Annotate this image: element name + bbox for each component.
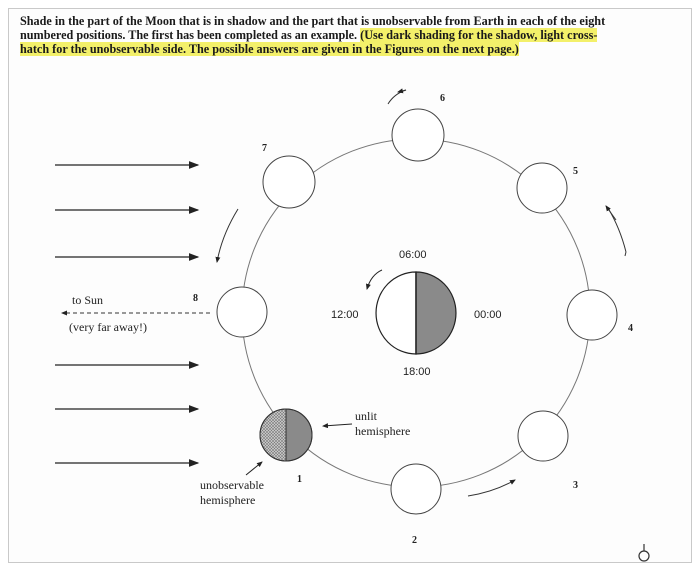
sun-sublabel: (very far away!) bbox=[69, 320, 147, 334]
earth bbox=[375, 271, 457, 355]
earth-dark-half bbox=[415, 271, 457, 355]
cursor-pointer-icon bbox=[638, 544, 650, 562]
position-number-7: 7 bbox=[262, 143, 267, 154]
moon-position-3[interactable] bbox=[517, 410, 569, 462]
position-number-2: 2 bbox=[412, 535, 417, 546]
moon-outline[interactable] bbox=[262, 155, 316, 209]
moon-outline[interactable] bbox=[391, 108, 445, 162]
moon-outline bbox=[259, 408, 313, 462]
earth-lit-half bbox=[375, 271, 417, 355]
orbit-direction-arrow bbox=[467, 479, 516, 497]
sun-label: to Sun bbox=[72, 293, 103, 307]
moon-outline[interactable] bbox=[516, 162, 568, 214]
shadow-half bbox=[285, 408, 313, 462]
time-label-0000: 00:00 bbox=[474, 309, 502, 321]
moon-position-4[interactable] bbox=[566, 289, 618, 341]
time-label-1200: 12:00 bbox=[331, 309, 359, 321]
instructions-line-2: numbered positions. The first has been c… bbox=[20, 28, 675, 42]
moon-outline[interactable] bbox=[517, 410, 569, 462]
orbit-direction-arrow bbox=[605, 205, 617, 221]
instructions-line-1: Shade in the part of the Moon that is in… bbox=[20, 14, 606, 28]
instructions-text: Shade in the part of the Moon that is in… bbox=[20, 14, 675, 56]
position-number-5: 5 bbox=[573, 166, 578, 177]
image-frame bbox=[8, 8, 692, 563]
unobservable-hatch bbox=[259, 408, 287, 462]
unobservable-label-line-1: unobservable bbox=[200, 478, 264, 492]
position-number-6: 6 bbox=[440, 93, 445, 104]
moon-position-1 bbox=[259, 408, 313, 462]
unlit-label-line-1: unlit bbox=[355, 409, 378, 423]
position-number-1: 1 bbox=[297, 474, 302, 485]
orbit-direction-arrow bbox=[215, 208, 239, 263]
time-label-0600: 06:00 bbox=[399, 249, 427, 261]
moon-position-6[interactable] bbox=[391, 108, 445, 162]
position-number-3: 3 bbox=[573, 480, 578, 491]
moon-outline[interactable] bbox=[216, 286, 268, 338]
orbit-direction-arc bbox=[387, 89, 407, 105]
instructions-line-2-text: numbered positions. The first has been c… bbox=[20, 28, 361, 42]
moon-position-2[interactable] bbox=[390, 463, 442, 515]
orbit-direction-tail bbox=[624, 251, 627, 257]
time-label-1800: 18:00 bbox=[403, 366, 431, 378]
orbit-direction-arc bbox=[607, 207, 627, 253]
instructions-line-3: hatch for the unobservable side. The pos… bbox=[20, 42, 675, 56]
moon-position-8[interactable] bbox=[216, 286, 268, 338]
position-number-4: 4 bbox=[628, 323, 633, 334]
moon-outline[interactable] bbox=[566, 289, 618, 341]
moon-position-7[interactable] bbox=[262, 155, 316, 209]
orbit-direction-arrow bbox=[397, 88, 407, 94]
moon-position-5[interactable] bbox=[516, 162, 568, 214]
unobservable-pointer-arrow bbox=[245, 461, 263, 476]
earth-rotation-arrow bbox=[365, 269, 383, 290]
instructions-line-2-highlight: (Use dark shading for the shadow, light … bbox=[360, 28, 598, 42]
unlit-label-line-2: hemisphere bbox=[355, 424, 410, 438]
sunlight-arrows bbox=[55, 161, 200, 467]
position-number-8: 8 bbox=[193, 293, 198, 304]
unlit-pointer-arrow bbox=[322, 423, 353, 429]
moon-outline[interactable] bbox=[390, 463, 442, 515]
instructions-line-3-highlight: hatch for the unobservable side. The pos… bbox=[20, 42, 519, 56]
unobservable-label-line-2: hemisphere bbox=[200, 493, 255, 507]
